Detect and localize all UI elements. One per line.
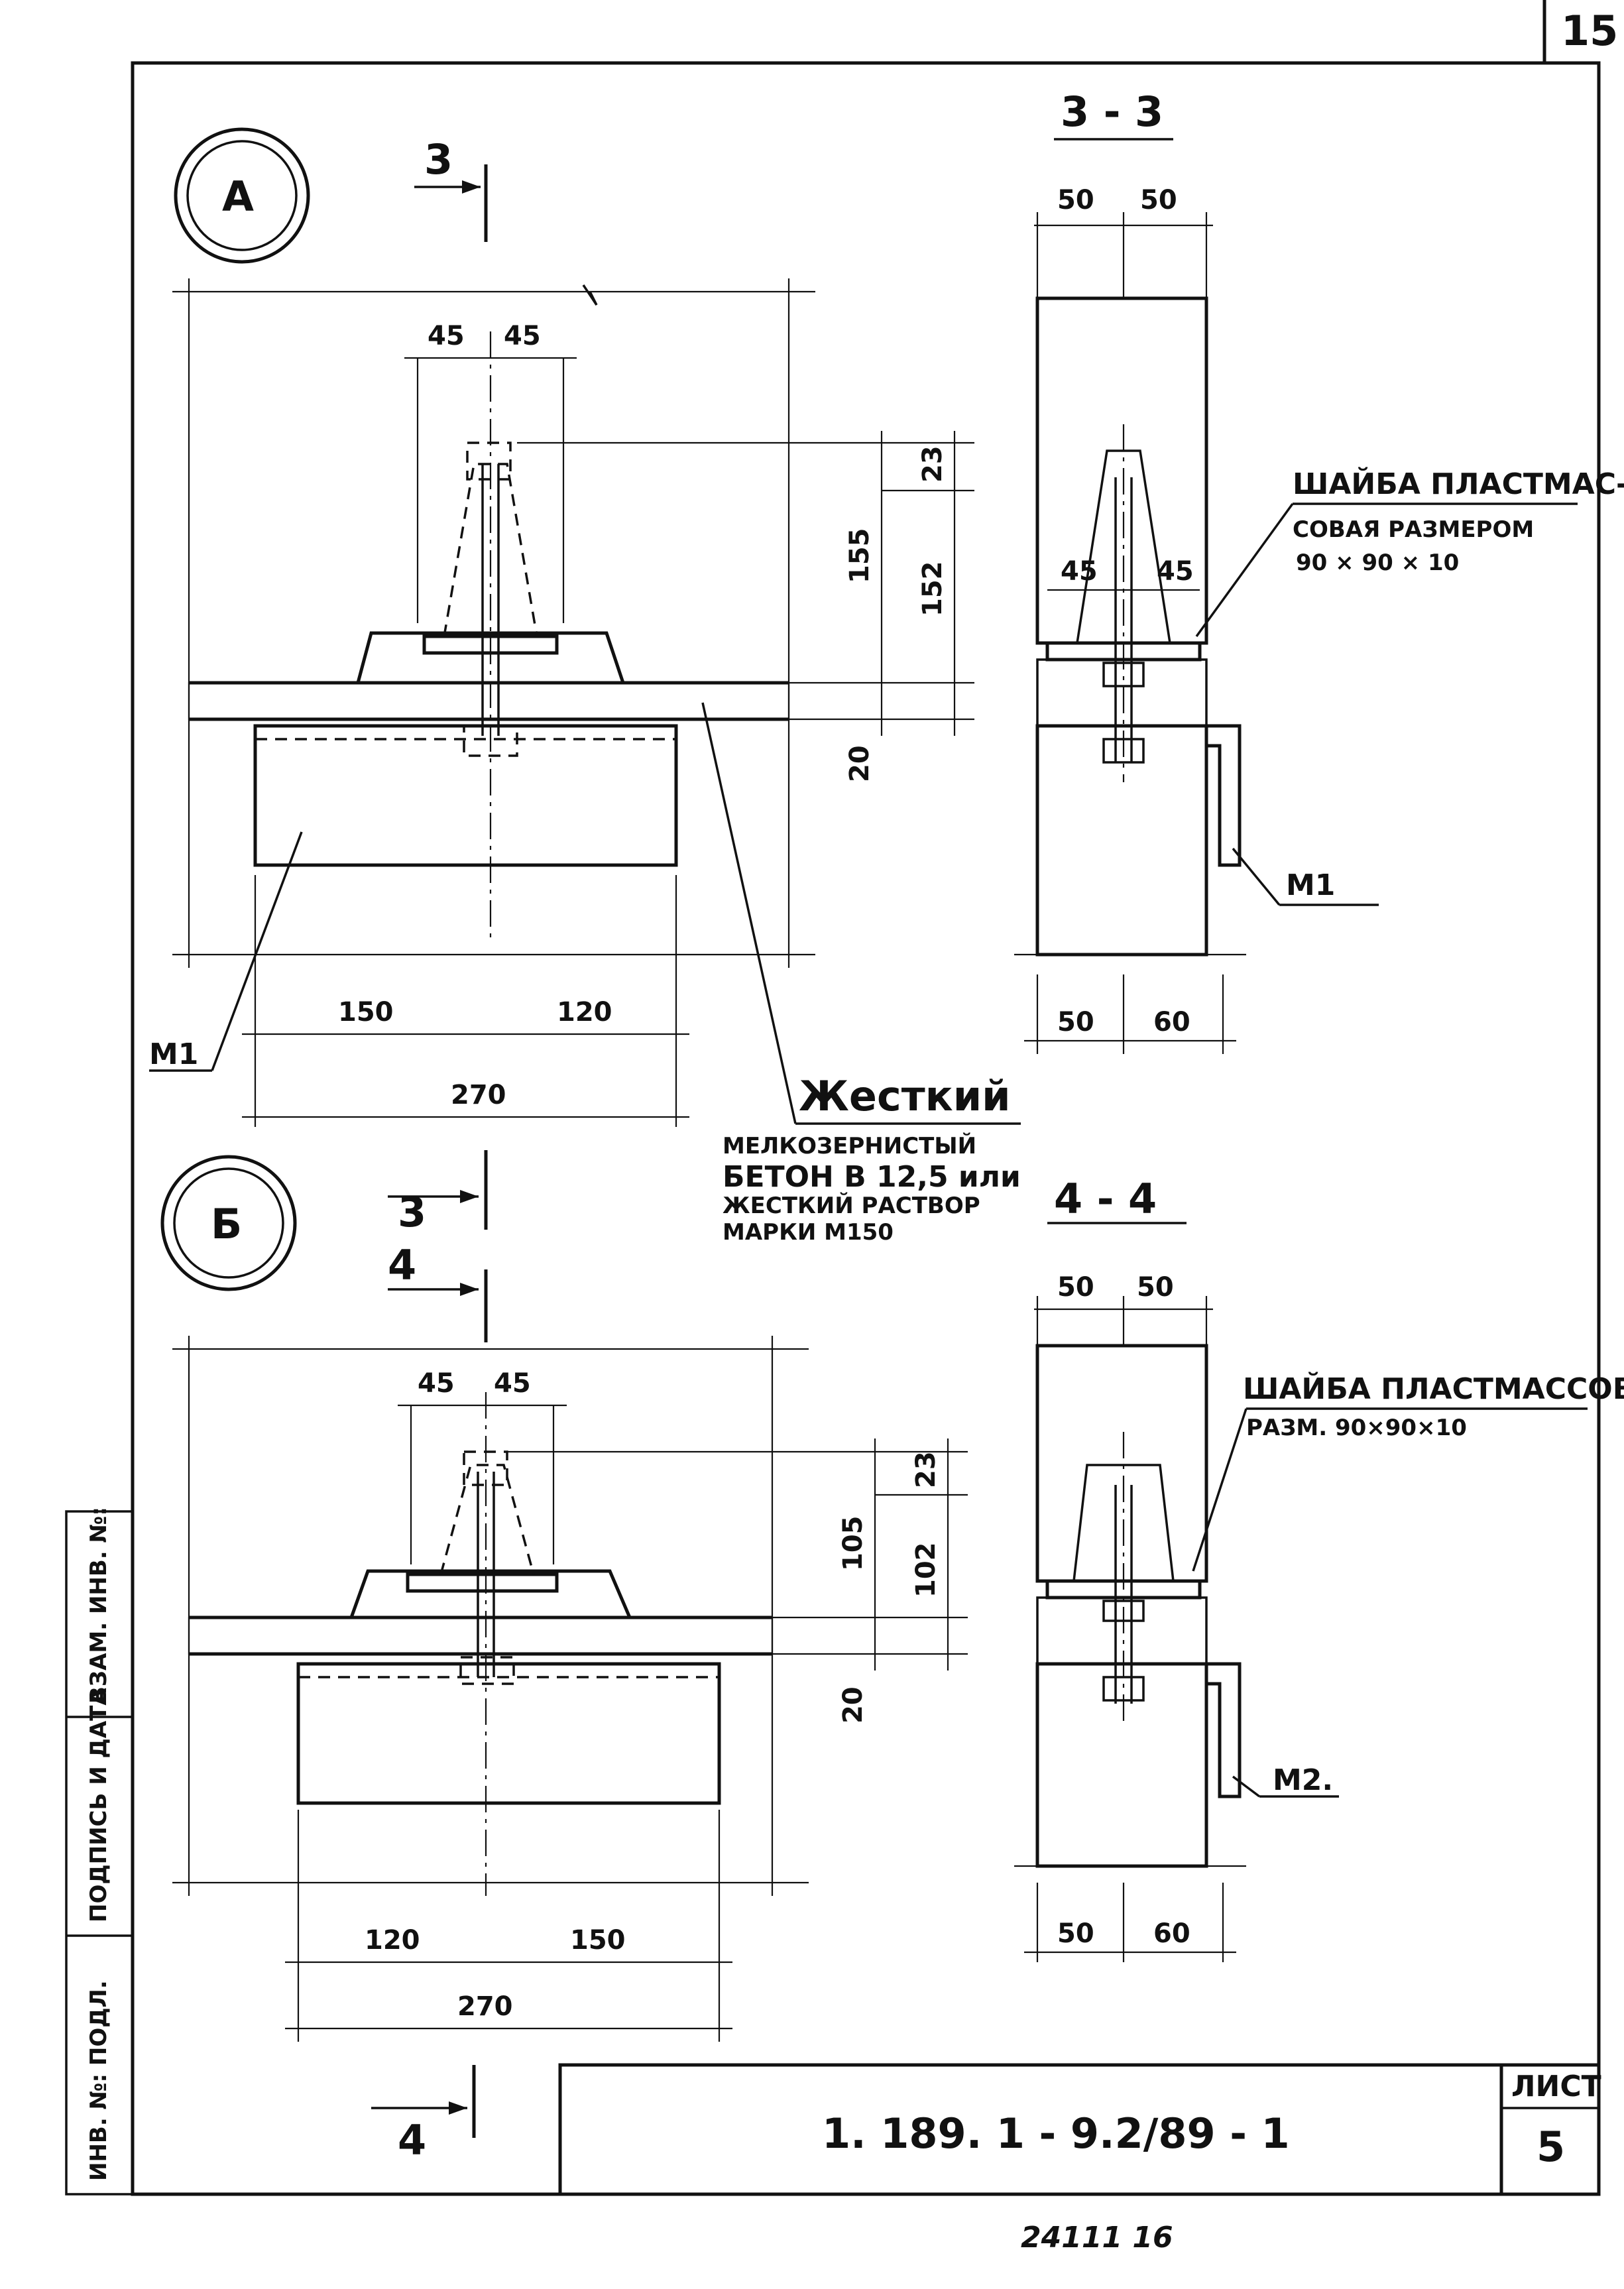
sheet-number: 5	[1537, 2123, 1565, 2171]
dim-b-270: 270	[457, 1991, 513, 2022]
page-number: 15	[1561, 7, 1618, 55]
bottom-note: 24111 16	[1021, 2221, 1173, 2255]
washer-a-line2: СОВАЯ РАЗМЕРОМ	[1293, 516, 1534, 543]
dim-a-150: 150	[338, 997, 394, 1027]
dim-a-155: 155	[844, 528, 875, 584]
view-b-label: Б	[211, 1200, 242, 1248]
washer-a-line3: 90 × 90 × 10	[1296, 550, 1459, 576]
dim-s44-bot-50: 50	[1057, 1918, 1094, 1949]
section-3-3: 3 - 3 50 50 45 45 ШАЙБА ПЛАСТМАС- СОВ	[1014, 88, 1624, 1054]
dim-s33-45-right: 45	[1157, 556, 1194, 587]
dim-a-20: 20	[844, 745, 875, 782]
stamp-cell-1: ИНВ. №: ПОДЛ.	[86, 1980, 112, 2181]
washer-a-line1: ШАЙБА ПЛАСТМАС-	[1293, 466, 1624, 501]
dim-s44-bot-60: 60	[1153, 1918, 1190, 1949]
cut-mark-3-b: 3	[398, 1188, 426, 1236]
concrete-line3: ЖЕСТКИЙ РАСТВОР	[723, 1192, 980, 1219]
sheet-label: ЛИСТ	[1511, 2070, 1601, 2103]
dim-s44-50-right: 50	[1137, 1272, 1174, 1303]
label-m1-s33: М1	[1286, 868, 1335, 902]
dim-a-45-right: 45	[504, 321, 541, 351]
stamp-cell-3: ВЗАМ. ИНВ. №:	[86, 1507, 112, 1704]
dim-s33-50-left: 50	[1057, 185, 1094, 215]
section-3-3-title: 3 - 3	[1061, 88, 1163, 136]
dim-s33-45-left: 45	[1061, 556, 1098, 587]
dim-b-23: 23	[911, 1451, 941, 1488]
stamp-cell-2: ПОДПИСЬ И ДАТА	[86, 1688, 112, 1922]
cut-mark-4-a: 4	[388, 1241, 416, 1289]
dim-b-102: 102	[911, 1543, 941, 1598]
cut-mark-4-b: 4	[398, 2116, 426, 2164]
label-m1-a: М1	[149, 1037, 198, 1071]
dim-s44-50-left: 50	[1057, 1272, 1094, 1303]
dim-a-23: 23	[917, 445, 948, 483]
dim-b-105: 105	[838, 1516, 868, 1572]
dim-b-20: 20	[838, 1686, 868, 1724]
dim-s33-bot-50: 50	[1057, 1007, 1094, 1037]
doc-code: 1. 189. 1 - 9.2/89 - 1	[822, 2109, 1290, 2158]
washer-b-line1: ШАЙБА ПЛАСТМАССОВАЯ	[1243, 1371, 1624, 1406]
washer-b-line2: РАЗМ. 90×90×10	[1246, 1415, 1467, 1441]
title-block: 1. 189. 1 - 9.2/89 - 1 ЛИСТ 5	[558, 2063, 1601, 2196]
section-4-4-title: 4 - 4	[1054, 1175, 1157, 1223]
dim-s33-50-right: 50	[1140, 185, 1177, 215]
concrete-line1: МЕЛКОЗЕРНИСТЫЙ	[723, 1132, 976, 1159]
section-4-4: 4 - 4 50 50 ШАЙБА ПЛАСТМАССОВАЯ РАЗМ. 90…	[1014, 1175, 1624, 1962]
view-a: А 3 45 45	[149, 127, 1021, 1246]
dim-a-270: 270	[451, 1080, 506, 1110]
concrete-line4: МАРКИ М150	[723, 1219, 894, 1246]
dim-a-45-left: 45	[428, 321, 465, 351]
dim-b-120: 120	[365, 1925, 420, 1956]
cut-mark-3-a: 3	[424, 135, 453, 184]
dim-s33-bot-60: 60	[1153, 1007, 1190, 1037]
concrete-line2: БЕТОН В 12,5 или	[723, 1160, 1021, 1194]
dim-a-152: 152	[917, 561, 948, 617]
view-b: Б 3 4 45 45	[160, 1150, 968, 2164]
concrete-title: Жесткий	[799, 1072, 1011, 1120]
dim-a-120: 120	[557, 997, 612, 1027]
side-stamp: ИНВ. №: ПОДЛ. ПОДПИСЬ И ДАТА ВЗАМ. ИНВ. …	[65, 1507, 134, 2196]
dim-b-45-right: 45	[494, 1368, 531, 1399]
label-m2-s44: М2.	[1273, 1763, 1333, 1797]
dim-b-150: 150	[570, 1925, 626, 1956]
dim-b-45-left: 45	[418, 1368, 455, 1399]
view-a-label: А	[222, 172, 254, 221]
